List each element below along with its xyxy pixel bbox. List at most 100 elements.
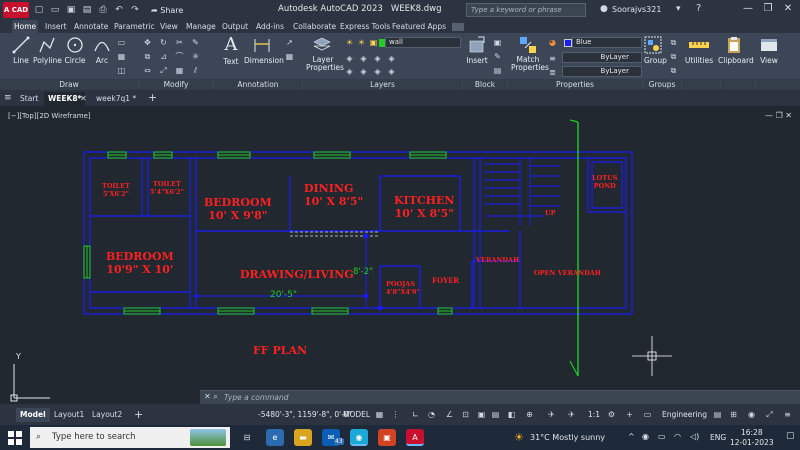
viewport-label[interactable]: [−][Top][2D Wireframe] — [8, 112, 91, 120]
grid-icon[interactable]: ▦ — [375, 410, 384, 419]
autocad-logo[interactable]: A CAD — [3, 2, 29, 18]
panel-properties[interactable]: Properties — [508, 79, 642, 90]
panel-block[interactable]: Block — [463, 79, 507, 90]
isodraft-icon[interactable]: ∠ — [445, 410, 454, 419]
color-dropdown[interactable]: Blue — [572, 37, 642, 48]
ribbon-toggle-icon[interactable] — [452, 23, 464, 31]
copy-icon[interactable]: ⧉ — [144, 52, 151, 61]
tab-add-ins[interactable]: Add-ins — [256, 22, 284, 31]
layer-walk-icon[interactable]: ◈ — [388, 54, 395, 63]
create-block-icon[interactable]: ▣ — [493, 38, 502, 47]
coordinates-readout[interactable]: -5480'-3", 1159'-8", 0'-0" — [258, 410, 353, 419]
file-explorer-icon[interactable]: ▬ — [294, 429, 312, 446]
tab-insert[interactable]: Insert — [45, 22, 67, 31]
chrome-icon[interactable]: ◉ — [350, 429, 368, 446]
tab-home[interactable]: Home — [12, 20, 39, 33]
table-icon[interactable]: ▦ — [285, 52, 294, 61]
fillet-icon[interactable]: ⌒ — [175, 52, 184, 61]
group-tool[interactable]: Group — [644, 36, 667, 65]
polyline-tool[interactable]: Polyline — [33, 36, 62, 65]
linetype-dropdown[interactable]: ByLayer — [562, 52, 642, 63]
array-icon[interactable]: ▦ — [175, 66, 184, 75]
group-select-icon[interactable]: ⧉ — [670, 66, 677, 75]
panel-modify[interactable]: Modify — [139, 79, 213, 90]
edge-icon[interactable]: e — [266, 429, 284, 446]
viewport-window-controls[interactable]: — ❐ ✕ — [765, 111, 792, 120]
layer-match-icon[interactable]: ◈ — [374, 54, 381, 63]
battery-icon[interactable]: ▭ — [658, 432, 666, 441]
layer-on-icon[interactable]: ☀ — [345, 38, 354, 47]
object-snap-track-icon[interactable]: ⊡ — [462, 410, 469, 419]
tab-week8[interactable]: WEEK8* — [44, 92, 86, 106]
circle-tool[interactable]: Circle — [64, 36, 86, 65]
language-indicator[interactable]: ENG — [710, 433, 727, 442]
redo-icon[interactable]: ↷ — [131, 5, 139, 15]
mirror-icon[interactable]: ⊿ — [160, 52, 167, 61]
edit-block-icon[interactable]: ✎ — [494, 52, 501, 61]
user-name[interactable]: Soorajvs321 — [612, 5, 662, 14]
tray-overflow-icon[interactable]: ^ — [628, 432, 635, 441]
close-icon[interactable]: ✕ — [783, 3, 793, 14]
ortho-icon[interactable]: ∟ — [412, 410, 419, 419]
color-wheel-icon[interactable]: ◕ — [549, 38, 556, 47]
new-tab-icon[interactable]: + — [148, 91, 158, 104]
panel-annotation[interactable]: Annotation — [214, 79, 302, 90]
osnap-icon[interactable]: ▣ — [477, 410, 486, 419]
tab-layout1[interactable]: Layout1 — [54, 410, 85, 419]
transparency-icon[interactable]: ◧ — [507, 410, 516, 419]
isolate-objects-icon[interactable]: ◉ — [748, 410, 755, 419]
volume-icon[interactable]: ◁) — [690, 432, 700, 441]
model-space-button[interactable]: MODEL — [343, 410, 371, 419]
line-tool[interactable]: Line — [10, 36, 32, 65]
boundary-icon[interactable]: ◫ — [117, 66, 126, 75]
keyword-search-input[interactable]: Type a keyword or phrase — [466, 3, 586, 17]
selection-cycling-icon[interactable]: ⊕ — [526, 410, 533, 419]
text-tool[interactable]: A Text — [220, 35, 242, 67]
weather-text[interactable]: 31°C Mostly sunny — [530, 433, 606, 442]
layer-off-icon[interactable]: ◈ — [360, 54, 367, 63]
erase-icon[interactable]: ✎ — [192, 38, 199, 47]
tab-model[interactable]: Model — [16, 408, 50, 422]
snap-icon[interactable]: ⋮ — [391, 410, 400, 419]
units-icon[interactable]: ▭ — [643, 410, 652, 419]
match-properties-tool[interactable]: Match Properties — [511, 36, 549, 72]
workspace-gear-icon[interactable]: ⚙ — [607, 410, 616, 419]
autocad-taskbar-icon[interactable]: A — [406, 429, 424, 446]
auto-scale-icon[interactable]: ✈ — [568, 410, 575, 419]
meet-icon[interactable]: ◉ — [642, 432, 649, 441]
add-layout-icon[interactable]: + — [134, 408, 144, 421]
utilities-tool[interactable]: Utilities — [683, 36, 715, 65]
trim-icon[interactable]: ✂ — [176, 38, 183, 47]
fullscreen-icon[interactable]: ⤢ — [766, 410, 773, 419]
layer-copy-icon[interactable]: ◈ — [374, 67, 381, 76]
undo-icon[interactable]: ↶ — [115, 5, 123, 15]
office-icon[interactable]: ▣ — [378, 429, 396, 446]
offset-icon[interactable]: ⫽ — [193, 66, 198, 75]
tab-week7q1[interactable]: week7q1 * — [96, 94, 137, 103]
lineweight-dropdown[interactable]: ByLayer — [562, 66, 642, 77]
panel-layers[interactable]: Layers — [303, 79, 462, 90]
tab-express-tools[interactable]: Express Tools — [340, 22, 391, 31]
layer-dropdown[interactable]: wall — [385, 37, 461, 48]
user-icon[interactable]: ● — [600, 4, 608, 14]
tab-close-icon[interactable]: ✕ — [80, 94, 87, 103]
layer-merge-icon[interactable]: ◈ — [388, 67, 395, 76]
linetype-icon[interactable]: ≣ — [549, 68, 556, 77]
menu-icon[interactable]: ≡ — [4, 93, 12, 103]
clipboard-tool[interactable]: Clipboard — [718, 36, 754, 65]
rotate-icon[interactable]: ↻ — [160, 38, 167, 47]
tab-output[interactable]: Output — [222, 22, 249, 31]
explode-icon[interactable]: ✳ — [192, 52, 199, 61]
save-icon[interactable]: ▣ — [66, 5, 76, 15]
stretch-icon[interactable]: ⇔ — [144, 66, 151, 75]
layer-iso-icon[interactable]: ◈ — [346, 54, 353, 63]
tab-layout2[interactable]: Layout2 — [92, 410, 123, 419]
panel-draw[interactable]: Draw — [0, 79, 138, 90]
command-input[interactable]: Type a command — [220, 391, 800, 404]
annotation-monitor-icon[interactable]: + — [626, 410, 633, 419]
units-dropdown[interactable]: Engineering — [662, 410, 707, 419]
help-icon[interactable]: ? — [696, 3, 702, 14]
tab-view[interactable]: View — [160, 22, 178, 31]
cart-icon[interactable]: ▾ — [676, 4, 681, 14]
